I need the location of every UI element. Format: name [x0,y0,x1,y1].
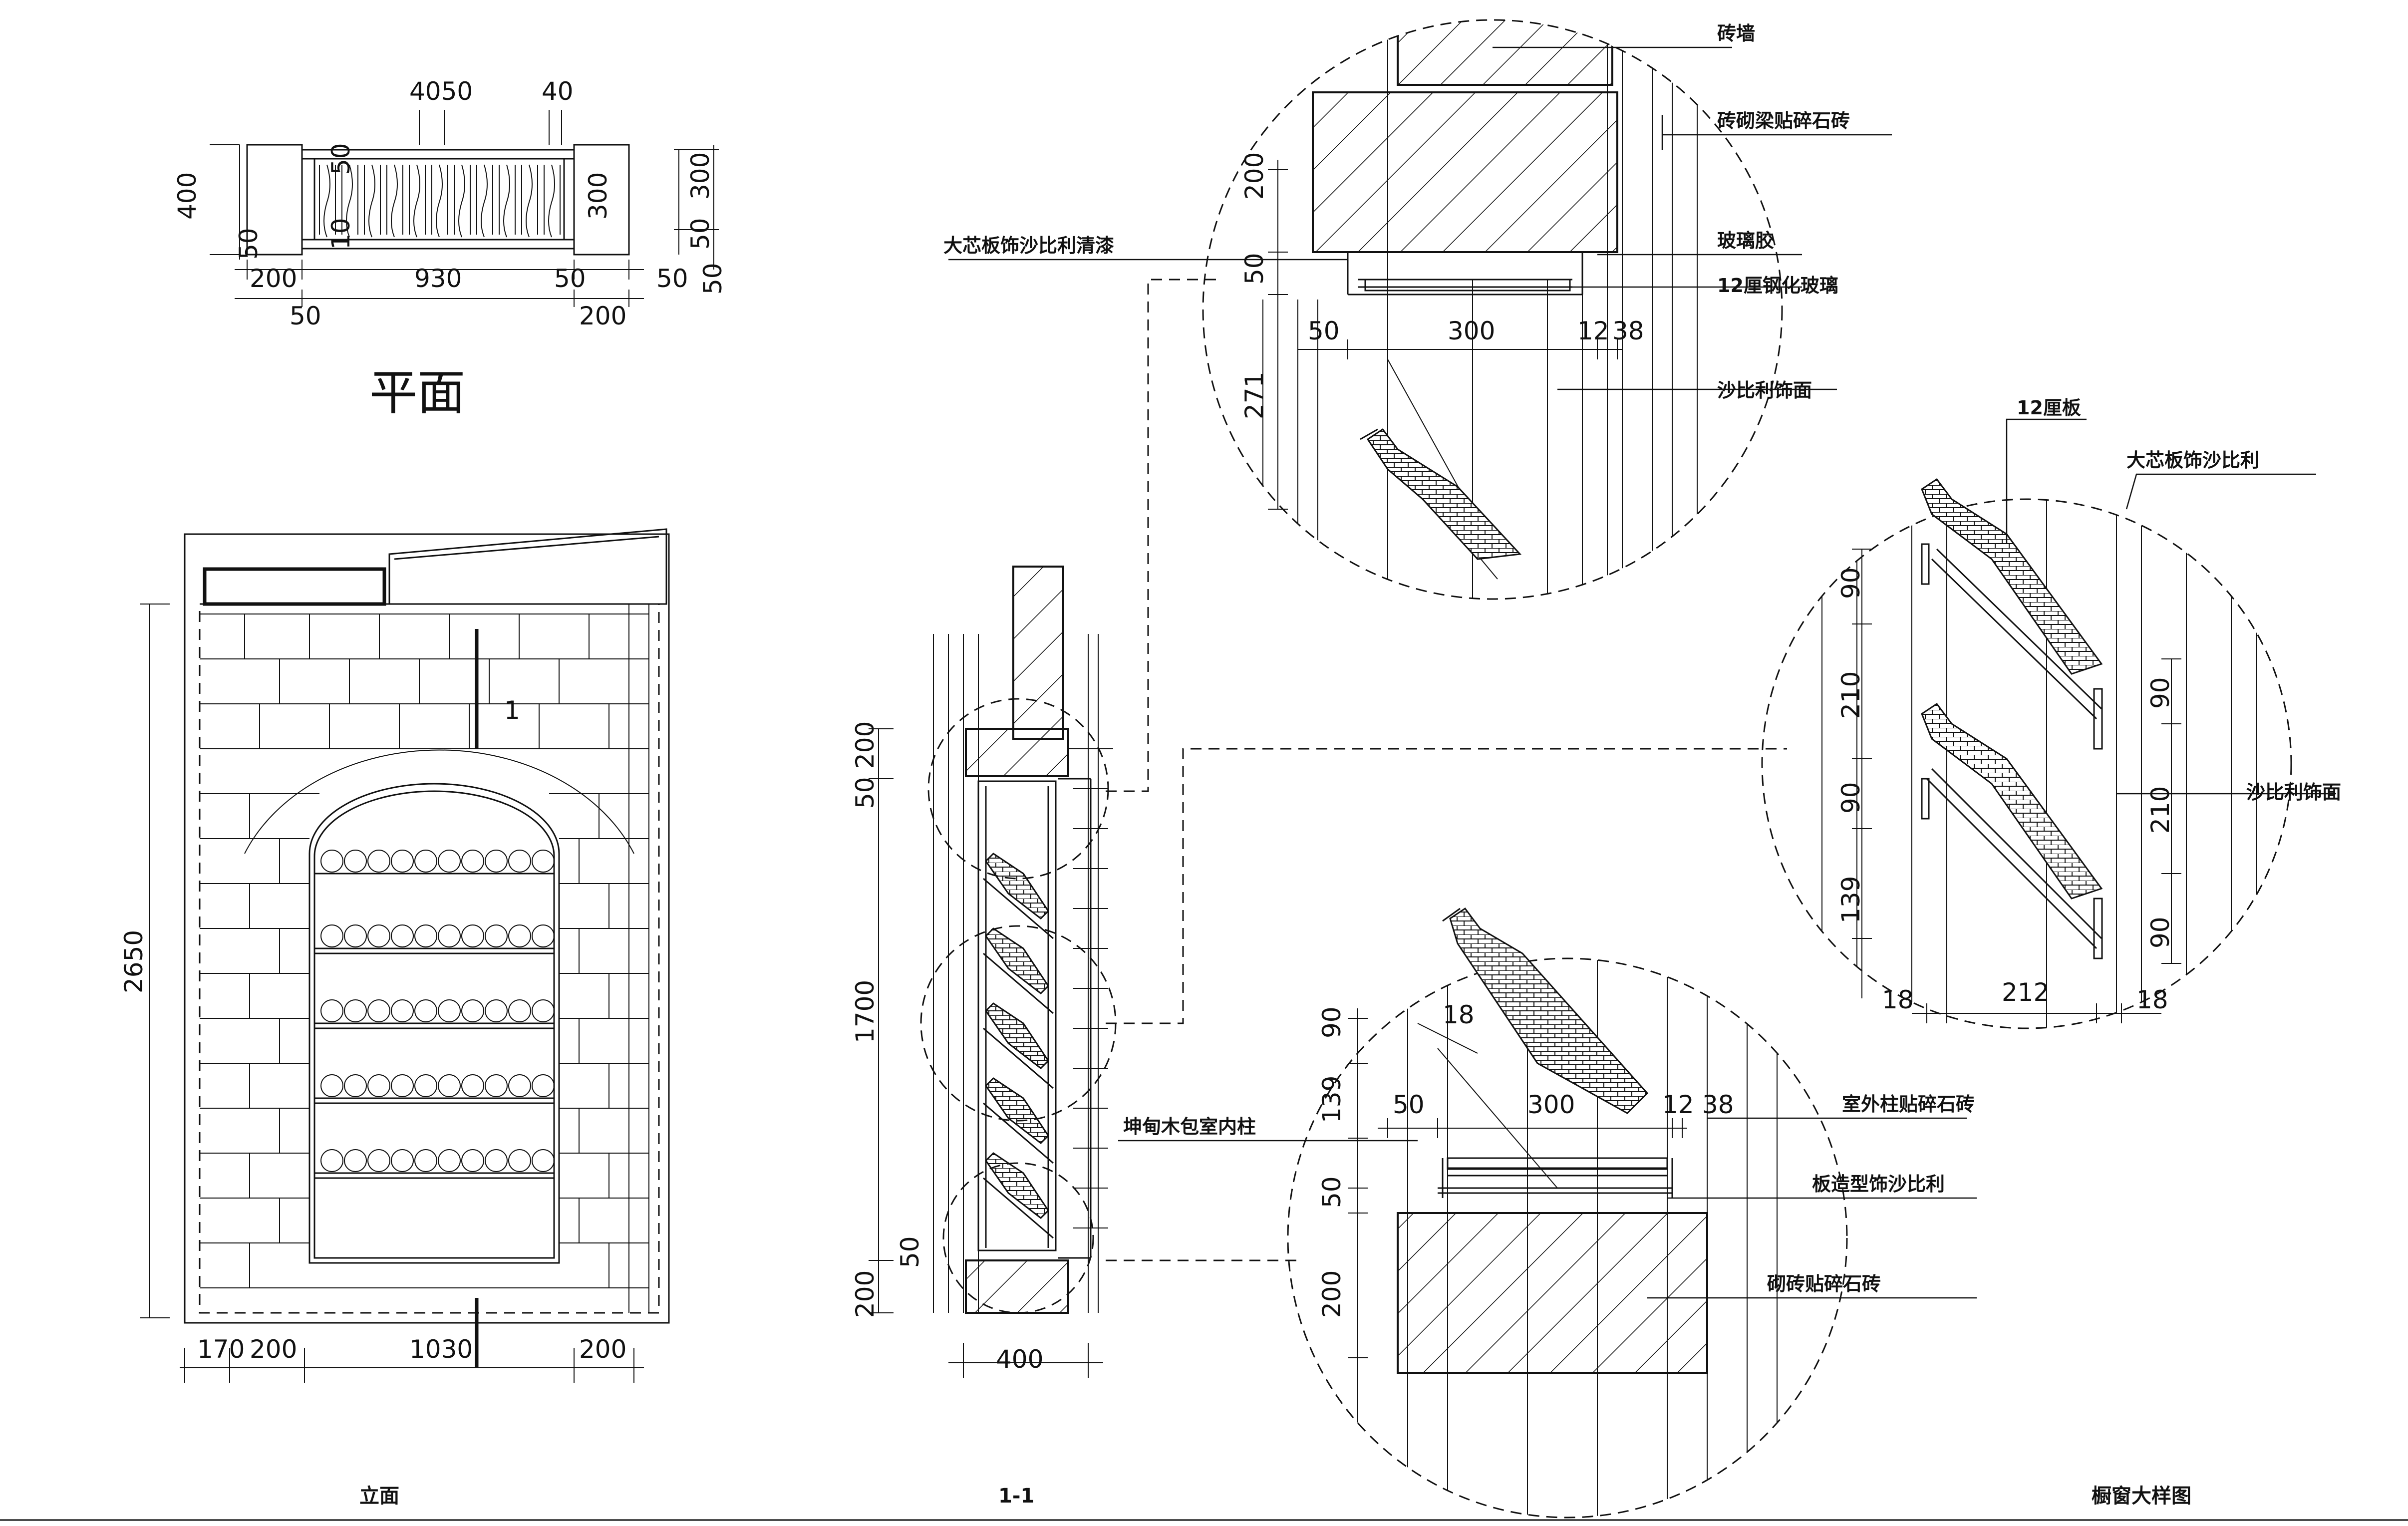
detail-bottom-dim-h2: 300 [1527,1090,1575,1119]
detail-title: 橱窗大样图 [2092,1485,2191,1508]
plan-dim-right-b: 300 [686,152,715,200]
elevation-section-mark-top: 1 [504,696,520,725]
detail-right-leaders [2006,418,2336,795]
label-brick-beam: 砖砌梁贴碎石砖 [1717,110,1850,132]
section-view [869,566,1117,1378]
plan-balusters [319,164,561,238]
label-board-shape: 板造型饰沙比利 [1812,1173,1945,1195]
section-dim-5: 200 [851,1270,880,1318]
detail-top-dim-h2: 300 [1448,316,1495,345]
label-outdoor-column: 室外柱贴碎石砖 [1842,1093,1975,1115]
detail-bottom-dim-v1: 90 [1317,1006,1346,1038]
detail-right [1761,478,2292,1029]
plan-dim-top-a: 4050 [409,77,473,106]
detail-right-dim-b1: 18 [1882,985,1914,1014]
label-sapele-face-2: 沙比利饰面 [2246,781,2341,803]
plan-dim-top-b: 40 [542,77,574,106]
plan-dim-left-small: 50 [234,228,263,260]
elevation-view [140,528,670,1383]
detail-top-leaders [948,46,1892,390]
label-board-12: 12厘板 [2017,397,2081,419]
elevation-dim-b3: 1030 [409,1335,473,1364]
plan-dim-inner-a: 50 [326,143,355,175]
detail-top-dim-v1: 200 [1240,152,1269,200]
detail-right-dim-l2: 210 [1836,671,1865,719]
plan-dim-bottom-5: 50 [698,263,727,295]
detail-bottom-dim-h1: 50 [1393,1090,1425,1119]
plan-dim-bottom-4: 50 [656,264,688,293]
detail-right-dim-b3: 18 [2136,985,2168,1014]
label-brick-wall: 砖墙 [1717,22,1755,44]
detail-bottom-dim-v2: 18 [1443,1000,1475,1029]
plan-dim-lower-1: 50 [290,302,321,330]
elevation-dim-b2: 200 [250,1335,297,1364]
detail-right-dim-r3: 90 [2146,916,2175,948]
detail-bottom-dim-v4: 50 [1317,1176,1346,1208]
elevation-dim-b1: 170 [197,1335,245,1364]
elevation-wine-shelves [314,850,555,1179]
detail-connectors [1106,279,1787,1261]
plan-dim-bottom-1: 200 [250,264,297,293]
detail-right-dim-b2: 212 [2002,978,2049,1007]
detail-bottom-dim-v5: 200 [1317,1270,1346,1318]
detail-bottom-dim-h4: 38 [1702,1090,1734,1119]
section-dim-2: 200 [851,721,880,769]
plan-dim-bottom-3: 50 [554,264,586,293]
elevation-title: 立面 [359,1485,399,1508]
section-bottles [983,853,1054,1239]
detail-top-dim-v2: 50 [1240,253,1269,285]
detail-right-dim-l4: 139 [1836,876,1865,923]
plan-view [210,110,719,307]
plan-dim-lower-2: 200 [579,302,626,330]
elevation-stonework [200,604,649,1313]
detail-bottom-leaders [1118,1117,1977,1299]
label-tempered-glass: 12厘钢化玻璃 [1717,275,1838,297]
detail-top-dim-h1: 50 [1308,316,1340,345]
detail-right-dim-r1: 90 [2146,677,2175,709]
section-title: 1-1 [998,1485,1034,1508]
detail-top-dim-v3: 271 [1240,372,1269,419]
label-board-clear: 大芯板饰沙比利清漆 [943,235,1114,257]
label-kunnan-column: 坤甸木包室内柱 [1123,1116,1256,1138]
label-glass-glue: 玻璃胶 [1717,230,1774,252]
detail-right-dim-l3: 90 [1836,782,1865,814]
section-dim-3: 1700 [851,980,880,1043]
section-dim-1: 50 [851,777,880,809]
label-brick-stone: 砌砖贴碎石砖 [1767,1273,1881,1295]
detail-right-dim-l1: 90 [1836,567,1865,599]
plan-dim-inner-b: 10 [326,218,355,250]
detail-top [1202,19,1783,600]
detail-top-dim-h3: 12 [1577,316,1609,345]
detail-bottom-dim-v3: 139 [1317,1076,1346,1123]
label-sapele-face-1: 沙比利饰面 [1717,379,1812,401]
detail-top-dim-h4: 38 [1612,316,1644,345]
plan-title: 平面 [369,365,465,421]
detail-bottom [1287,907,1848,1519]
plan-dim-bottom-2: 930 [414,264,462,293]
label-board-sapele: 大芯板饰沙比利 [2126,449,2259,471]
elevation-dim-height: 2650 [119,930,148,993]
section-dim-4: 50 [896,1236,924,1268]
elevation-dim-b4: 200 [579,1335,626,1364]
detail-bottom-dim-h3: 12 [1662,1090,1694,1119]
plan-dim-right-a: 300 [584,172,612,220]
plan-dim-right-c: 50 [686,218,715,250]
section-dim-width: 400 [996,1345,1043,1374]
section-brick-cladding [1068,748,1113,1228]
plan-dim-left: 400 [173,172,202,220]
